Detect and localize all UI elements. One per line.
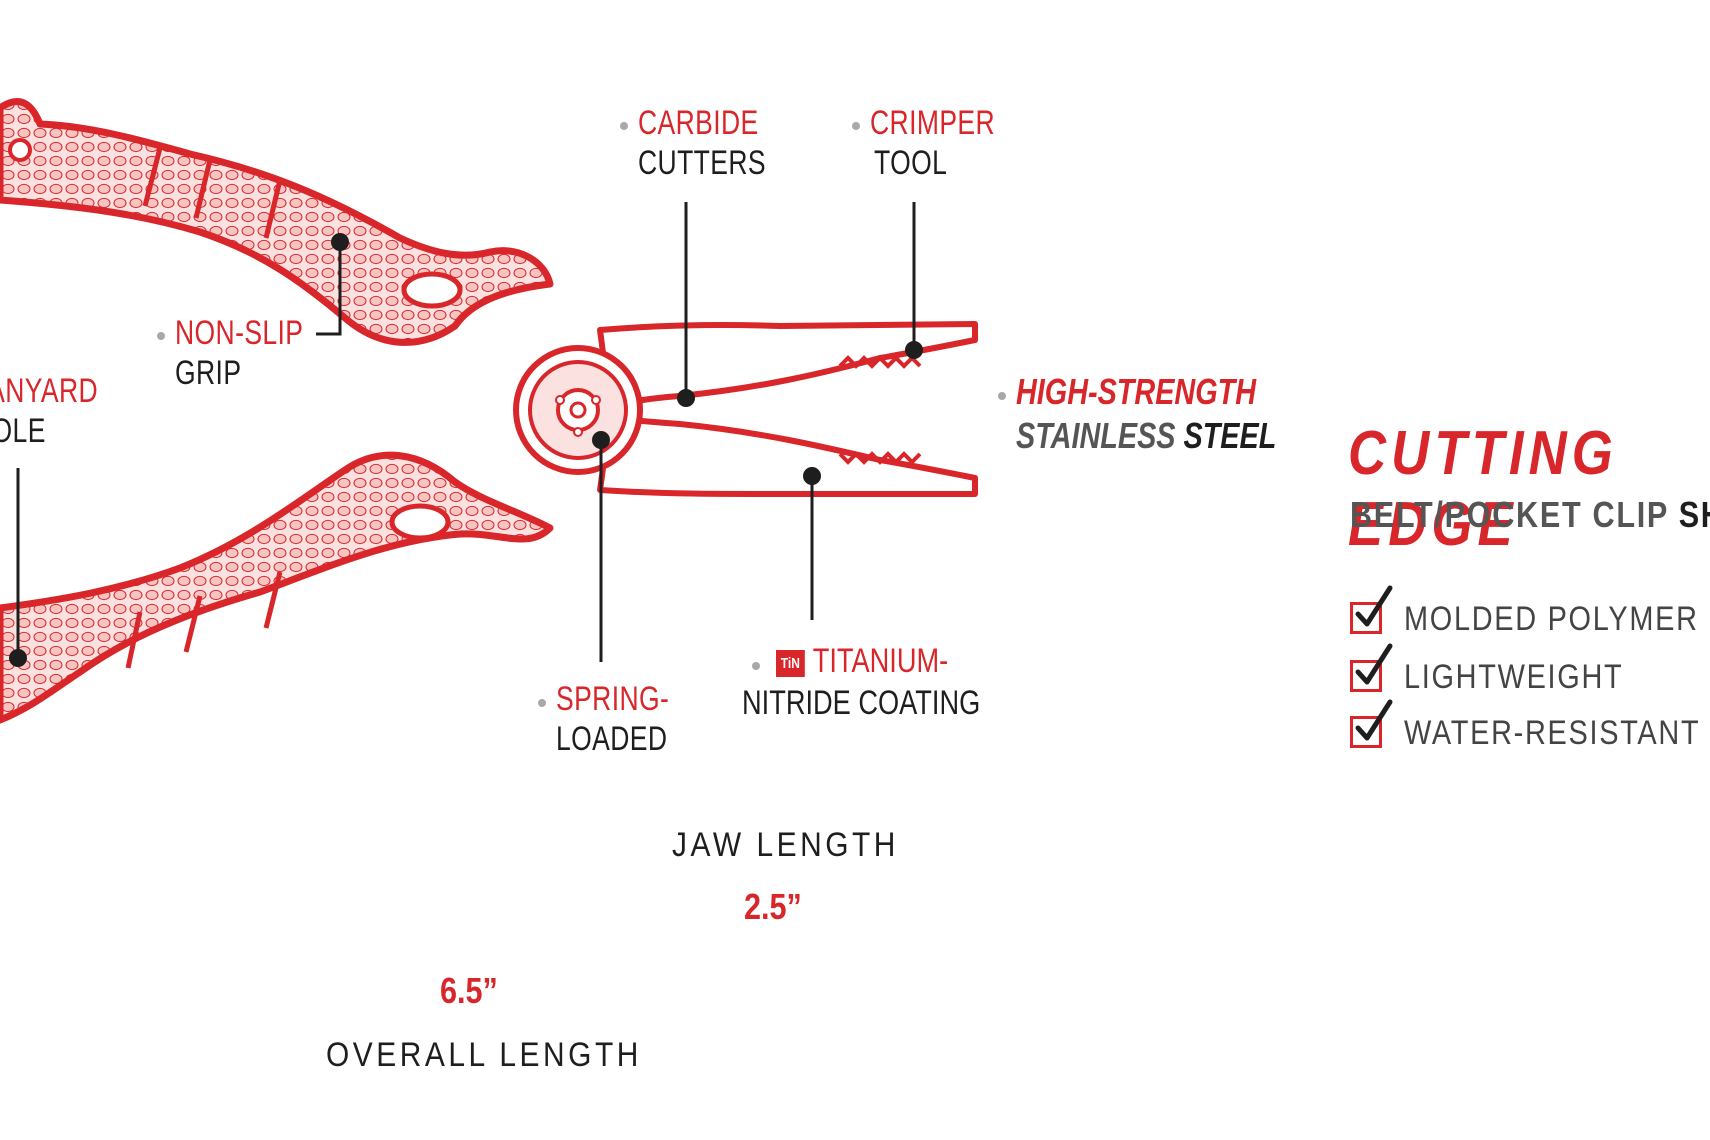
panel-subtitle-b: SHEATH bbox=[1678, 494, 1710, 535]
panel-subtitle-a: BELT/POCKET CLIP bbox=[1350, 494, 1669, 535]
feature-label: MOLDED POLYMER bbox=[1404, 600, 1699, 638]
lower-jaw-teeth bbox=[838, 451, 922, 465]
lower-handle-cutout bbox=[389, 503, 451, 541]
panel-subtitle: BELT/POCKET CLIP SHEATH bbox=[1350, 494, 1710, 536]
callout-line2: STAINLESS STEEL bbox=[1016, 418, 1276, 454]
checkmark-icon bbox=[1355, 643, 1393, 685]
bullet-dot bbox=[538, 699, 546, 707]
callout-line2-steel: STEEL bbox=[1183, 415, 1277, 456]
panel-title: CUTTING EDGE bbox=[1348, 419, 1618, 559]
leader-dot bbox=[677, 389, 695, 407]
callout-line2: LOADED bbox=[556, 720, 668, 758]
bullet-dot bbox=[852, 122, 860, 130]
callout-line1: HIGH-STRENGTH bbox=[1016, 371, 1256, 412]
pivot-rivet bbox=[591, 395, 601, 405]
callout-line1: SPRING- bbox=[556, 680, 670, 718]
checkmark-icon bbox=[1355, 699, 1393, 741]
leader-dot bbox=[331, 233, 349, 251]
callout-line1: CARBIDE bbox=[638, 104, 759, 142]
leader-dot bbox=[592, 431, 610, 449]
callout-line1: NON-SLIP bbox=[175, 314, 304, 352]
callout-line2: CUTTERS bbox=[638, 144, 766, 182]
pivot-screw bbox=[569, 401, 587, 419]
pivot-rivet bbox=[555, 395, 565, 405]
upper-grip-band bbox=[142, 147, 283, 239]
upper-jaw-teeth bbox=[838, 355, 922, 369]
callout-non-slip-grip: NON-SLIP GRIP bbox=[175, 316, 340, 390]
lanyard-hole bbox=[8, 138, 32, 162]
callout-line1: CRIMPER bbox=[870, 104, 996, 142]
leader-dot bbox=[905, 341, 923, 359]
upper-handle-cutout bbox=[401, 271, 463, 309]
lower-grip-band bbox=[125, 571, 283, 669]
callout-line1: TiN TITANIUM- bbox=[776, 644, 987, 678]
callout-spring-loaded: SPRING- LOADED bbox=[556, 682, 701, 756]
callout-crimper-tool: CRIMPER TOOL bbox=[870, 106, 1030, 180]
callout-line2: HOLE bbox=[0, 412, 46, 450]
pivot-rivet bbox=[573, 427, 583, 437]
jaw-length-label: JAW LENGTH bbox=[672, 826, 899, 864]
callout-line2-stainless: STAINLESS bbox=[1016, 415, 1176, 456]
checkmark-icon bbox=[1355, 585, 1393, 627]
callout-high-strength-steel: HIGH-STRENGTH STAINLESS STEEL bbox=[1016, 374, 1341, 454]
bullet-dot bbox=[998, 392, 1006, 400]
callout-titanium-nitride: TiN TITANIUM- NITRIDE COATING bbox=[742, 644, 1040, 720]
leader-dot bbox=[803, 467, 821, 485]
leader-endpoints bbox=[9, 233, 923, 667]
overall-length-value: 6.5” bbox=[440, 970, 498, 1011]
pliers-illustration bbox=[0, 98, 978, 724]
leader-nonslip bbox=[316, 242, 342, 336]
upper-handle bbox=[0, 98, 554, 346]
callout-line2: GRIP bbox=[175, 354, 242, 392]
feature-label: WATER-RESISTANT bbox=[1404, 714, 1701, 752]
feature-label: LIGHTWEIGHT bbox=[1404, 658, 1624, 696]
leader-lines bbox=[16, 202, 916, 662]
callout-lanyard-hole: LANYARD HOLE bbox=[0, 374, 134, 448]
checkbox-icon bbox=[1350, 716, 1382, 748]
callout-line2: NITRIDE COATING bbox=[742, 684, 981, 722]
bullet-dot bbox=[752, 662, 760, 670]
bullet-dot bbox=[620, 122, 628, 130]
bullet-dot bbox=[157, 332, 165, 340]
checkbox-icon bbox=[1350, 602, 1382, 634]
overall-length-label: OVERALL LENGTH bbox=[326, 1036, 642, 1074]
leader-dot bbox=[9, 649, 27, 667]
callout-line1-text: TITANIUM- bbox=[812, 642, 949, 680]
callout-carbide-cutters: CARBIDE CUTTERS bbox=[638, 106, 802, 180]
checkbox-icon bbox=[1350, 660, 1382, 692]
callout-line1: LANYARD bbox=[0, 372, 99, 410]
jaw-length-value: 2.5” bbox=[744, 886, 802, 927]
tin-badge-icon: TiN bbox=[776, 650, 805, 677]
callout-line2: TOOL bbox=[874, 144, 948, 182]
